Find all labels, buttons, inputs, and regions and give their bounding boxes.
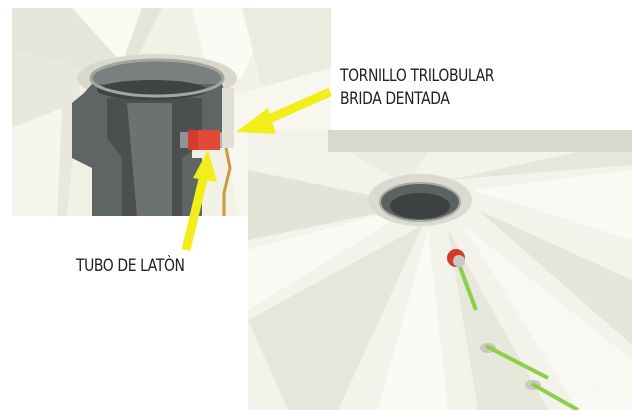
label-flange: BRIDA DENTADA <box>340 89 450 109</box>
perspective-rendering <box>248 130 632 410</box>
rendering-watermark: ····· <box>590 383 597 388</box>
label-tube: TUBO DE LATÒN <box>76 256 185 276</box>
arrow-to-screw <box>236 87 332 134</box>
label-screw: TORNILLO TRILOBULAR <box>340 66 494 86</box>
arrow-to-tube <box>181 150 217 252</box>
